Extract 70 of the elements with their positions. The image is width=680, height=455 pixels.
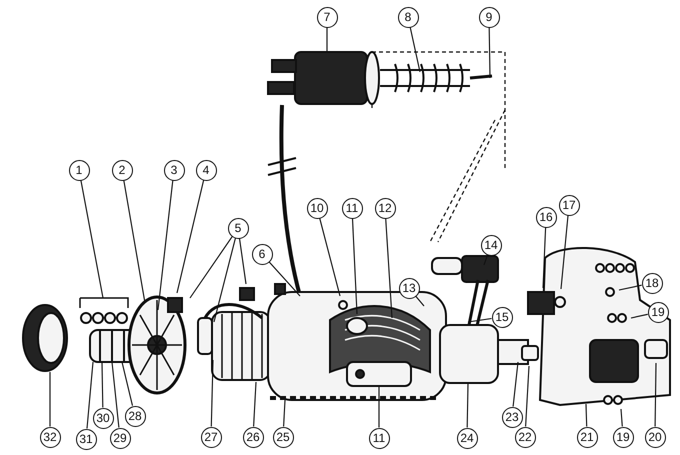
callout-number: 19 bbox=[612, 426, 634, 448]
leader-line bbox=[410, 27, 421, 72]
leader-line bbox=[385, 218, 393, 318]
leader-line bbox=[620, 408, 623, 427]
callout-number: 16 bbox=[536, 206, 556, 228]
callout-number: 11 bbox=[368, 428, 390, 448]
leader-line bbox=[488, 28, 491, 78]
leader-line bbox=[468, 318, 492, 323]
callout-number: 3 bbox=[164, 160, 184, 180]
callout-number: 17 bbox=[558, 194, 580, 216]
callout-number: 32 bbox=[40, 426, 60, 448]
leader-line bbox=[415, 296, 424, 306]
leader-line bbox=[157, 180, 174, 310]
leader-line bbox=[190, 236, 233, 298]
leader-line bbox=[326, 28, 328, 52]
leader-line bbox=[525, 366, 530, 427]
callout-number: 2 bbox=[112, 160, 132, 180]
callout-number: 21 bbox=[576, 426, 598, 448]
callout-number: 31 bbox=[76, 428, 96, 450]
leader-line bbox=[210, 360, 214, 427]
leader-line bbox=[585, 404, 588, 427]
leader-line bbox=[319, 218, 341, 296]
leader-line bbox=[378, 386, 380, 428]
callout-number: 5 bbox=[228, 218, 248, 238]
callout-number: 9 bbox=[478, 6, 500, 28]
callout-number: 14 bbox=[480, 234, 502, 256]
leader-line bbox=[111, 362, 120, 428]
callout-number: 20 bbox=[644, 426, 666, 448]
callout-number: 15 bbox=[492, 306, 512, 328]
callout-number: 23 bbox=[502, 406, 522, 428]
leader-line bbox=[542, 227, 546, 288]
leader-line bbox=[176, 180, 204, 294]
leader-line bbox=[123, 180, 146, 304]
callout-number: 26 bbox=[242, 426, 264, 448]
callout-number: 7 bbox=[316, 6, 338, 28]
leader-line bbox=[268, 261, 300, 296]
leader-line bbox=[238, 238, 247, 284]
callout-number: 1 bbox=[68, 160, 90, 180]
callout-number: 4 bbox=[196, 160, 216, 180]
leader-line bbox=[618, 284, 642, 291]
callout-number: 8 bbox=[398, 6, 418, 28]
callout-number: 10 bbox=[306, 198, 328, 218]
leader-line bbox=[283, 400, 286, 427]
leader-line bbox=[352, 218, 358, 314]
callout-number: 6 bbox=[252, 244, 272, 264]
leader-line bbox=[101, 362, 104, 408]
callout-number: 18 bbox=[642, 272, 662, 294]
callout-number: 12 bbox=[374, 198, 396, 218]
callout-number: 28 bbox=[124, 406, 146, 426]
callout-number: 24 bbox=[456, 428, 478, 448]
leader-line bbox=[121, 362, 134, 406]
leader-line bbox=[654, 363, 657, 426]
leader-line bbox=[466, 383, 469, 428]
leader-line bbox=[560, 215, 569, 290]
leader-line bbox=[49, 372, 51, 426]
callout-number: 29 bbox=[110, 428, 130, 448]
callout-number: 30 bbox=[92, 408, 114, 428]
leader-line bbox=[80, 180, 104, 298]
leader-line bbox=[483, 254, 488, 266]
leader-line bbox=[630, 314, 648, 319]
leader-line bbox=[213, 238, 236, 322]
callout-number: 25 bbox=[272, 426, 294, 448]
leader-line bbox=[253, 382, 257, 427]
leader-line bbox=[512, 362, 519, 407]
leader-line bbox=[86, 362, 94, 429]
callout-number: 22 bbox=[514, 426, 536, 448]
callout-number: 19 bbox=[648, 302, 668, 322]
callout-number: 11 bbox=[342, 198, 362, 218]
callout-number: 27 bbox=[200, 426, 222, 448]
callout-number: 13 bbox=[398, 278, 420, 298]
